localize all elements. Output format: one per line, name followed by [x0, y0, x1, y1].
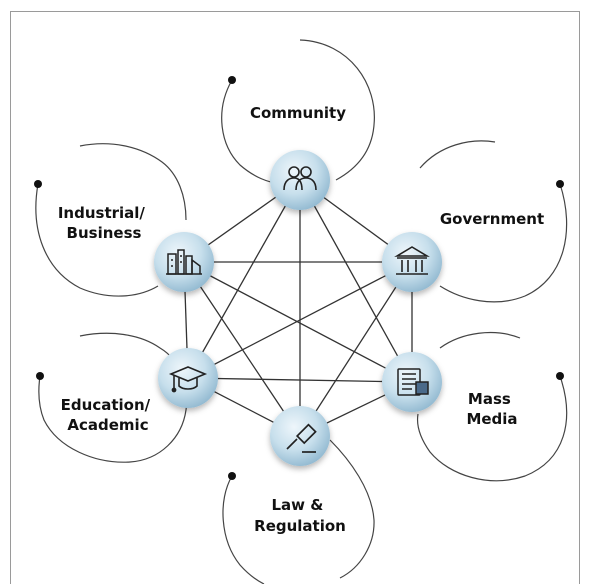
node-government[interactable]: [382, 232, 442, 292]
label-mass-media: Mass Media: [466, 390, 517, 428]
arc-dot-education: [36, 372, 44, 380]
arc-government: [419, 140, 568, 303]
node-community[interactable]: [270, 150, 330, 210]
connection-community-education-academic: [187, 179, 301, 379]
outer-arcs: [35, 39, 568, 584]
arc-dot-community: [228, 76, 236, 84]
node-labels: Community Government Mass Media Law & Re…: [58, 104, 544, 535]
node-law-regulation[interactable]: [270, 406, 330, 466]
arc-law-regulation: [222, 439, 375, 584]
gavel-icon: [286, 423, 317, 453]
connection-mass-media-education-academic: [187, 377, 413, 383]
node-mass-media[interactable]: [382, 352, 442, 412]
label-community: Community: [250, 104, 346, 122]
arc-industrial: [35, 143, 187, 297]
arc-dot-law: [228, 472, 236, 480]
factory-icon: [166, 249, 202, 275]
node-industrial-business[interactable]: [154, 232, 214, 292]
node-group: [154, 150, 442, 466]
arc-mass-media: [416, 331, 568, 482]
arc-dots: [34, 76, 564, 480]
arc-dot-mass-media: [556, 372, 564, 380]
label-education-academic: Education/ Academic: [61, 396, 156, 434]
graduation-cap-icon: [168, 366, 208, 393]
newspaper-icon: [397, 368, 429, 396]
diagram-frame: [10, 11, 580, 584]
connection-community-mass-media: [299, 179, 413, 383]
building-columns-icon: [394, 246, 430, 275]
arc-community: [221, 39, 375, 185]
arc-dot-government: [556, 180, 564, 188]
arc-dot-industrial: [34, 180, 42, 188]
connection-government-law-regulation: [299, 261, 413, 437]
people-icon: [283, 166, 317, 191]
label-law-regulation: Law & Regulation: [254, 496, 346, 535]
node-education-academic[interactable]: [158, 348, 218, 408]
connection-mass-media-industrial-business: [183, 261, 413, 383]
label-industrial-business: Industrial/ Business: [58, 204, 150, 242]
connection-lines: [183, 179, 413, 437]
connection-law-regulation-industrial-business: [183, 261, 301, 437]
connection-government-education-academic: [187, 261, 413, 379]
label-government: Government: [440, 210, 544, 228]
